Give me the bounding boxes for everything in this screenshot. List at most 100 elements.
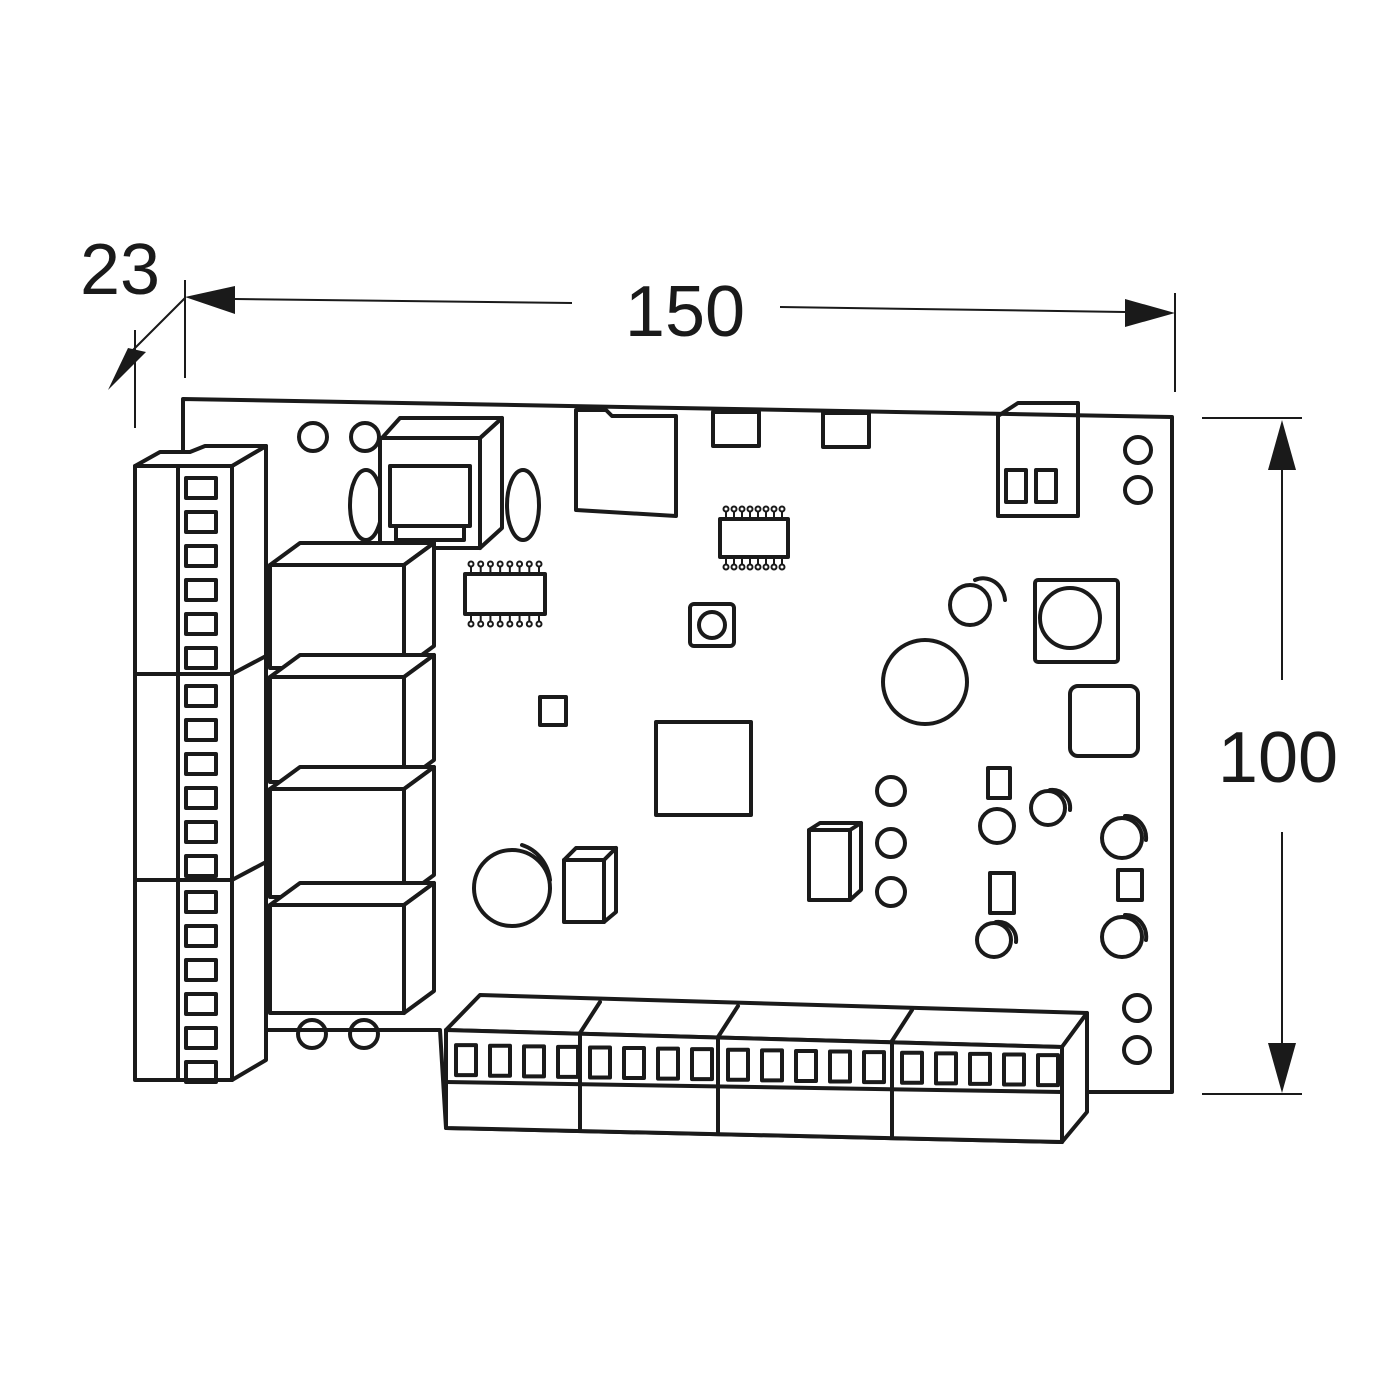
relay xyxy=(268,765,436,899)
via-icon xyxy=(875,775,907,807)
screw-slot-icon xyxy=(488,1043,512,1078)
screw-slot-icon xyxy=(522,1044,546,1079)
width-dimension-line-right xyxy=(779,306,1126,313)
via-icon xyxy=(875,876,907,908)
terminal-block-side xyxy=(230,444,268,1082)
width-label: 150 xyxy=(625,272,745,352)
screw-slot-icon xyxy=(184,684,218,708)
screw-slot-icon xyxy=(690,1047,714,1082)
screw-slot-icon xyxy=(184,924,218,948)
screw-slot-icon xyxy=(726,1047,750,1082)
screw-slot-icon xyxy=(184,1026,218,1050)
screw-slot-icon xyxy=(184,786,218,810)
screw-slot-icon xyxy=(934,1051,958,1086)
screw-slot-icon xyxy=(184,1060,218,1084)
smd-component xyxy=(711,410,761,448)
height-label: 100 xyxy=(1218,718,1338,798)
mounting-hole-icon xyxy=(1123,435,1153,465)
screw-slot-icon xyxy=(184,752,218,776)
relay xyxy=(268,653,436,784)
crystal-oscillator xyxy=(807,821,863,902)
dimension-depth: 23 xyxy=(80,230,186,428)
inductor xyxy=(1033,578,1120,664)
screw-slot-icon xyxy=(184,820,218,844)
sd-card-slot xyxy=(574,408,678,518)
dimension-height: 100 xyxy=(1202,417,1338,1095)
screw-slot-icon xyxy=(588,1045,612,1080)
height-arrow-top xyxy=(1268,420,1296,470)
screw-slot-icon xyxy=(862,1050,886,1085)
screw-slot-icon xyxy=(184,544,218,568)
relays xyxy=(268,541,436,1015)
smd-component xyxy=(1116,868,1144,902)
led-icon xyxy=(978,807,1016,845)
mounting-hole-icon xyxy=(1123,475,1153,505)
ethernet-jack xyxy=(348,416,541,550)
screw-slot-icon xyxy=(184,578,218,602)
led-icon xyxy=(1100,816,1144,860)
screw-slot-icon xyxy=(184,992,218,1016)
depth-arrow xyxy=(108,348,146,390)
screw-slot-icon xyxy=(1002,1052,1026,1087)
screw-slot-icon xyxy=(184,612,218,636)
screw-slot-icon xyxy=(760,1048,784,1083)
capacitor-icon xyxy=(472,848,552,928)
smd-component xyxy=(821,411,871,449)
left-terminal-block xyxy=(133,444,268,1084)
screw-slot-icon xyxy=(828,1049,852,1084)
screw-slot-icon xyxy=(968,1051,992,1086)
led-icon xyxy=(1100,915,1144,959)
screw-slot-icon xyxy=(556,1044,580,1079)
depth-label: 23 xyxy=(80,230,160,310)
jack-led-right-icon xyxy=(505,468,541,542)
mounting-hole-icon xyxy=(1122,993,1152,1023)
led-icon xyxy=(1029,789,1067,827)
screw-slot-icon xyxy=(656,1046,680,1081)
smd-component xyxy=(1068,684,1140,758)
width-arrow-right xyxy=(1125,299,1175,327)
height-arrow-bottom xyxy=(1268,1043,1296,1093)
mounting-hole-icon xyxy=(1122,1035,1152,1065)
capacitor-icon xyxy=(948,583,992,627)
ic-chip xyxy=(463,560,547,628)
screw-slot-icon xyxy=(454,1043,478,1078)
smd-component xyxy=(988,871,1016,915)
depth-dimension-line xyxy=(127,297,186,356)
relay xyxy=(268,541,436,670)
centre-components xyxy=(472,602,907,928)
screw-slot-icon xyxy=(184,958,218,982)
screw-slot-icon xyxy=(1036,1053,1060,1088)
mounting-hole-icon xyxy=(297,421,329,453)
screw-slot-icon xyxy=(794,1048,818,1083)
smd-component xyxy=(538,695,568,727)
led-icon xyxy=(975,921,1013,959)
screw-slot-icon xyxy=(622,1046,646,1081)
screw-slot-icon xyxy=(184,646,218,670)
mounting-hole-icon xyxy=(296,1018,328,1050)
screw-slot-icon xyxy=(184,890,218,914)
smd-component xyxy=(986,766,1012,800)
ic-chip xyxy=(718,505,790,571)
microcontroller-chip xyxy=(654,720,753,817)
dimension-width: 150 xyxy=(184,272,1176,392)
terminal-screw-slots xyxy=(184,476,218,1084)
screw-slot-icon xyxy=(184,476,218,500)
push-button-cap-icon xyxy=(697,610,727,640)
integrated-circuits xyxy=(463,505,790,628)
mounting-hole-icon xyxy=(348,1018,380,1050)
buzzer-icon xyxy=(881,638,969,726)
width-dimension-line-left xyxy=(234,298,573,304)
top-components xyxy=(574,401,1080,518)
screw-slot-icon xyxy=(900,1050,924,1085)
inductor-core-icon xyxy=(1038,586,1102,650)
screw-slot-icon xyxy=(184,854,218,878)
relay xyxy=(268,881,436,1015)
push-button xyxy=(688,602,736,648)
jack-top xyxy=(380,416,504,440)
terminal-screw-slots xyxy=(454,1043,1060,1088)
power-jack xyxy=(996,401,1080,518)
screw-slot-icon xyxy=(184,718,218,742)
width-arrow-left xyxy=(185,286,235,314)
bottom-terminal-block xyxy=(444,993,1089,1144)
